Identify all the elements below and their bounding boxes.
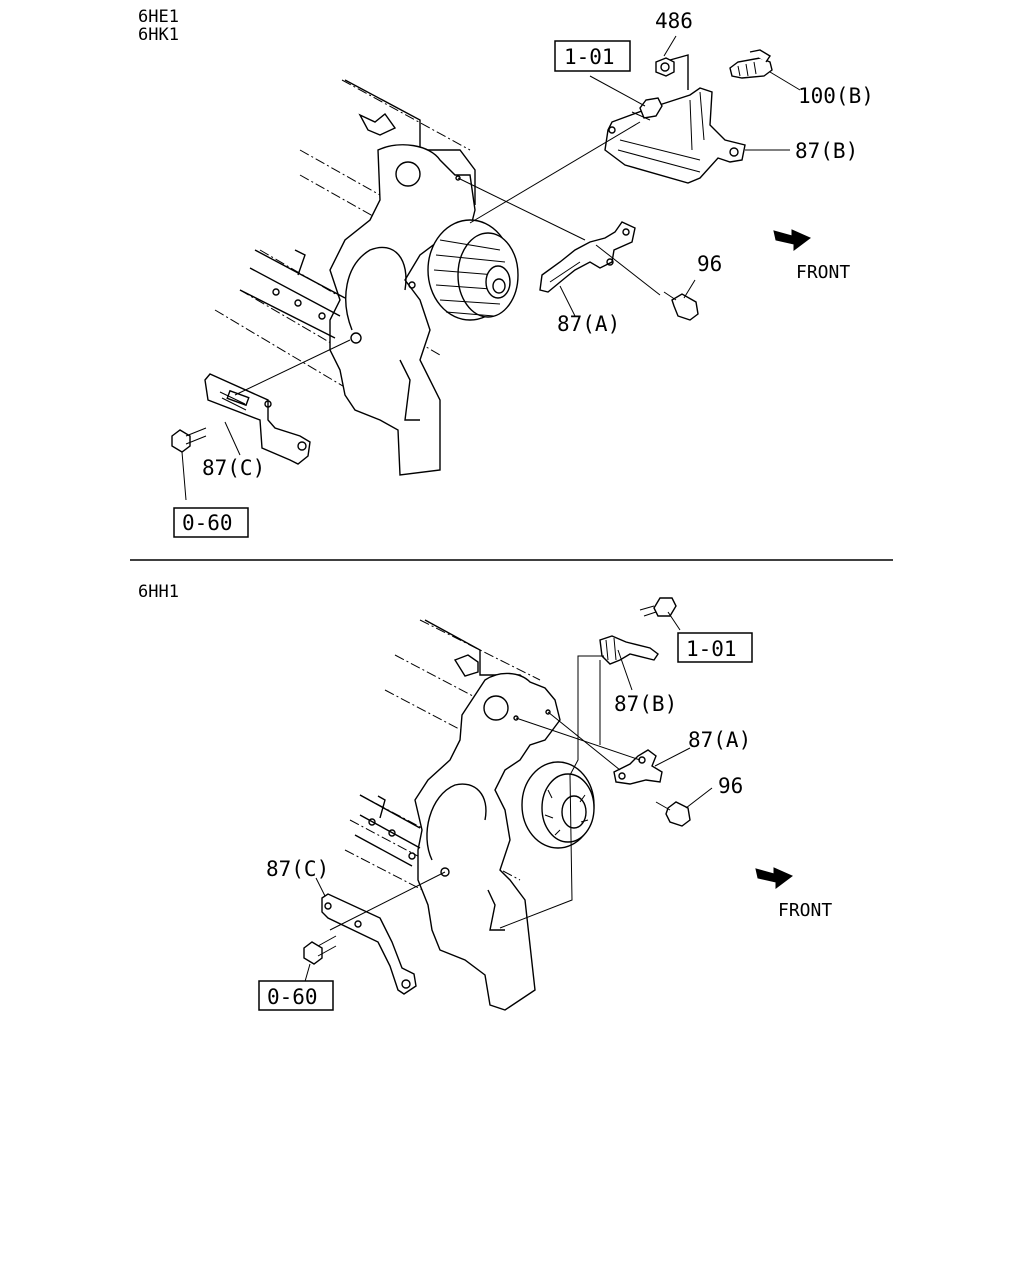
bolt-96-bottom xyxy=(655,801,691,827)
ref-box-1-01-bottom xyxy=(677,632,753,663)
nut-486-top xyxy=(655,54,689,90)
callout-87a-bottom: 87(A) xyxy=(688,728,751,752)
front-arrow-icon-bottom xyxy=(755,867,793,889)
bolt-0-60-bottom xyxy=(303,935,337,965)
bracket-87b-bottom xyxy=(499,635,659,929)
callout-1-01-top: 1-01 xyxy=(564,45,615,69)
front-label-top: FRONT xyxy=(796,262,850,283)
callout-87b-bottom: 87(B) xyxy=(614,692,677,716)
bolt-96-top xyxy=(663,291,699,321)
callout-96-bottom: 96 xyxy=(718,774,743,798)
engine-code-6hh1: 6HH1 xyxy=(138,582,179,602)
bottom-section: 6HH1 xyxy=(138,582,832,1011)
top-section: 6HE1 6HK1 xyxy=(138,7,874,538)
bolt-0-60-top xyxy=(171,427,207,453)
bracket-87c-top xyxy=(204,373,311,465)
front-arrow-icon-top xyxy=(773,229,811,251)
callout-96-top: 96 xyxy=(697,252,722,276)
front-label-bottom: FRONT xyxy=(778,900,832,921)
bolt-1-01-top xyxy=(631,97,663,121)
bracket-87c-bottom xyxy=(321,893,417,995)
stud-100b-top xyxy=(729,49,773,79)
bracket-87a-bottom xyxy=(613,749,663,785)
callout-100b-top: 100(B) xyxy=(798,84,874,108)
callout-87a-top: 87(A) xyxy=(557,312,620,336)
ref-box-0-60-top xyxy=(173,507,249,538)
bracket-87a-top xyxy=(539,221,636,293)
callout-486-top: 486 xyxy=(655,9,693,33)
ref-box-1-01-top xyxy=(554,40,631,72)
engine-code-6hk1: 6HK1 xyxy=(138,25,179,45)
callout-1-01-bottom: 1-01 xyxy=(686,637,737,661)
callout-0-60-bottom: 0-60 xyxy=(267,985,318,1009)
engine-drawing-bottom xyxy=(344,619,595,1011)
callout-87b-top: 87(B) xyxy=(795,139,858,163)
bolt-1-01-bottom xyxy=(639,597,677,617)
engine-drawing-top xyxy=(214,79,519,476)
engine-code-6he1: 6HE1 xyxy=(138,7,179,27)
callout-0-60-top: 0-60 xyxy=(182,511,233,535)
callout-87c-bottom: 87(C) xyxy=(266,857,329,881)
callout-87c-top: 87(C) xyxy=(202,456,265,480)
ref-box-0-60-bottom xyxy=(258,980,334,1011)
bracket-87b-top xyxy=(604,87,746,184)
